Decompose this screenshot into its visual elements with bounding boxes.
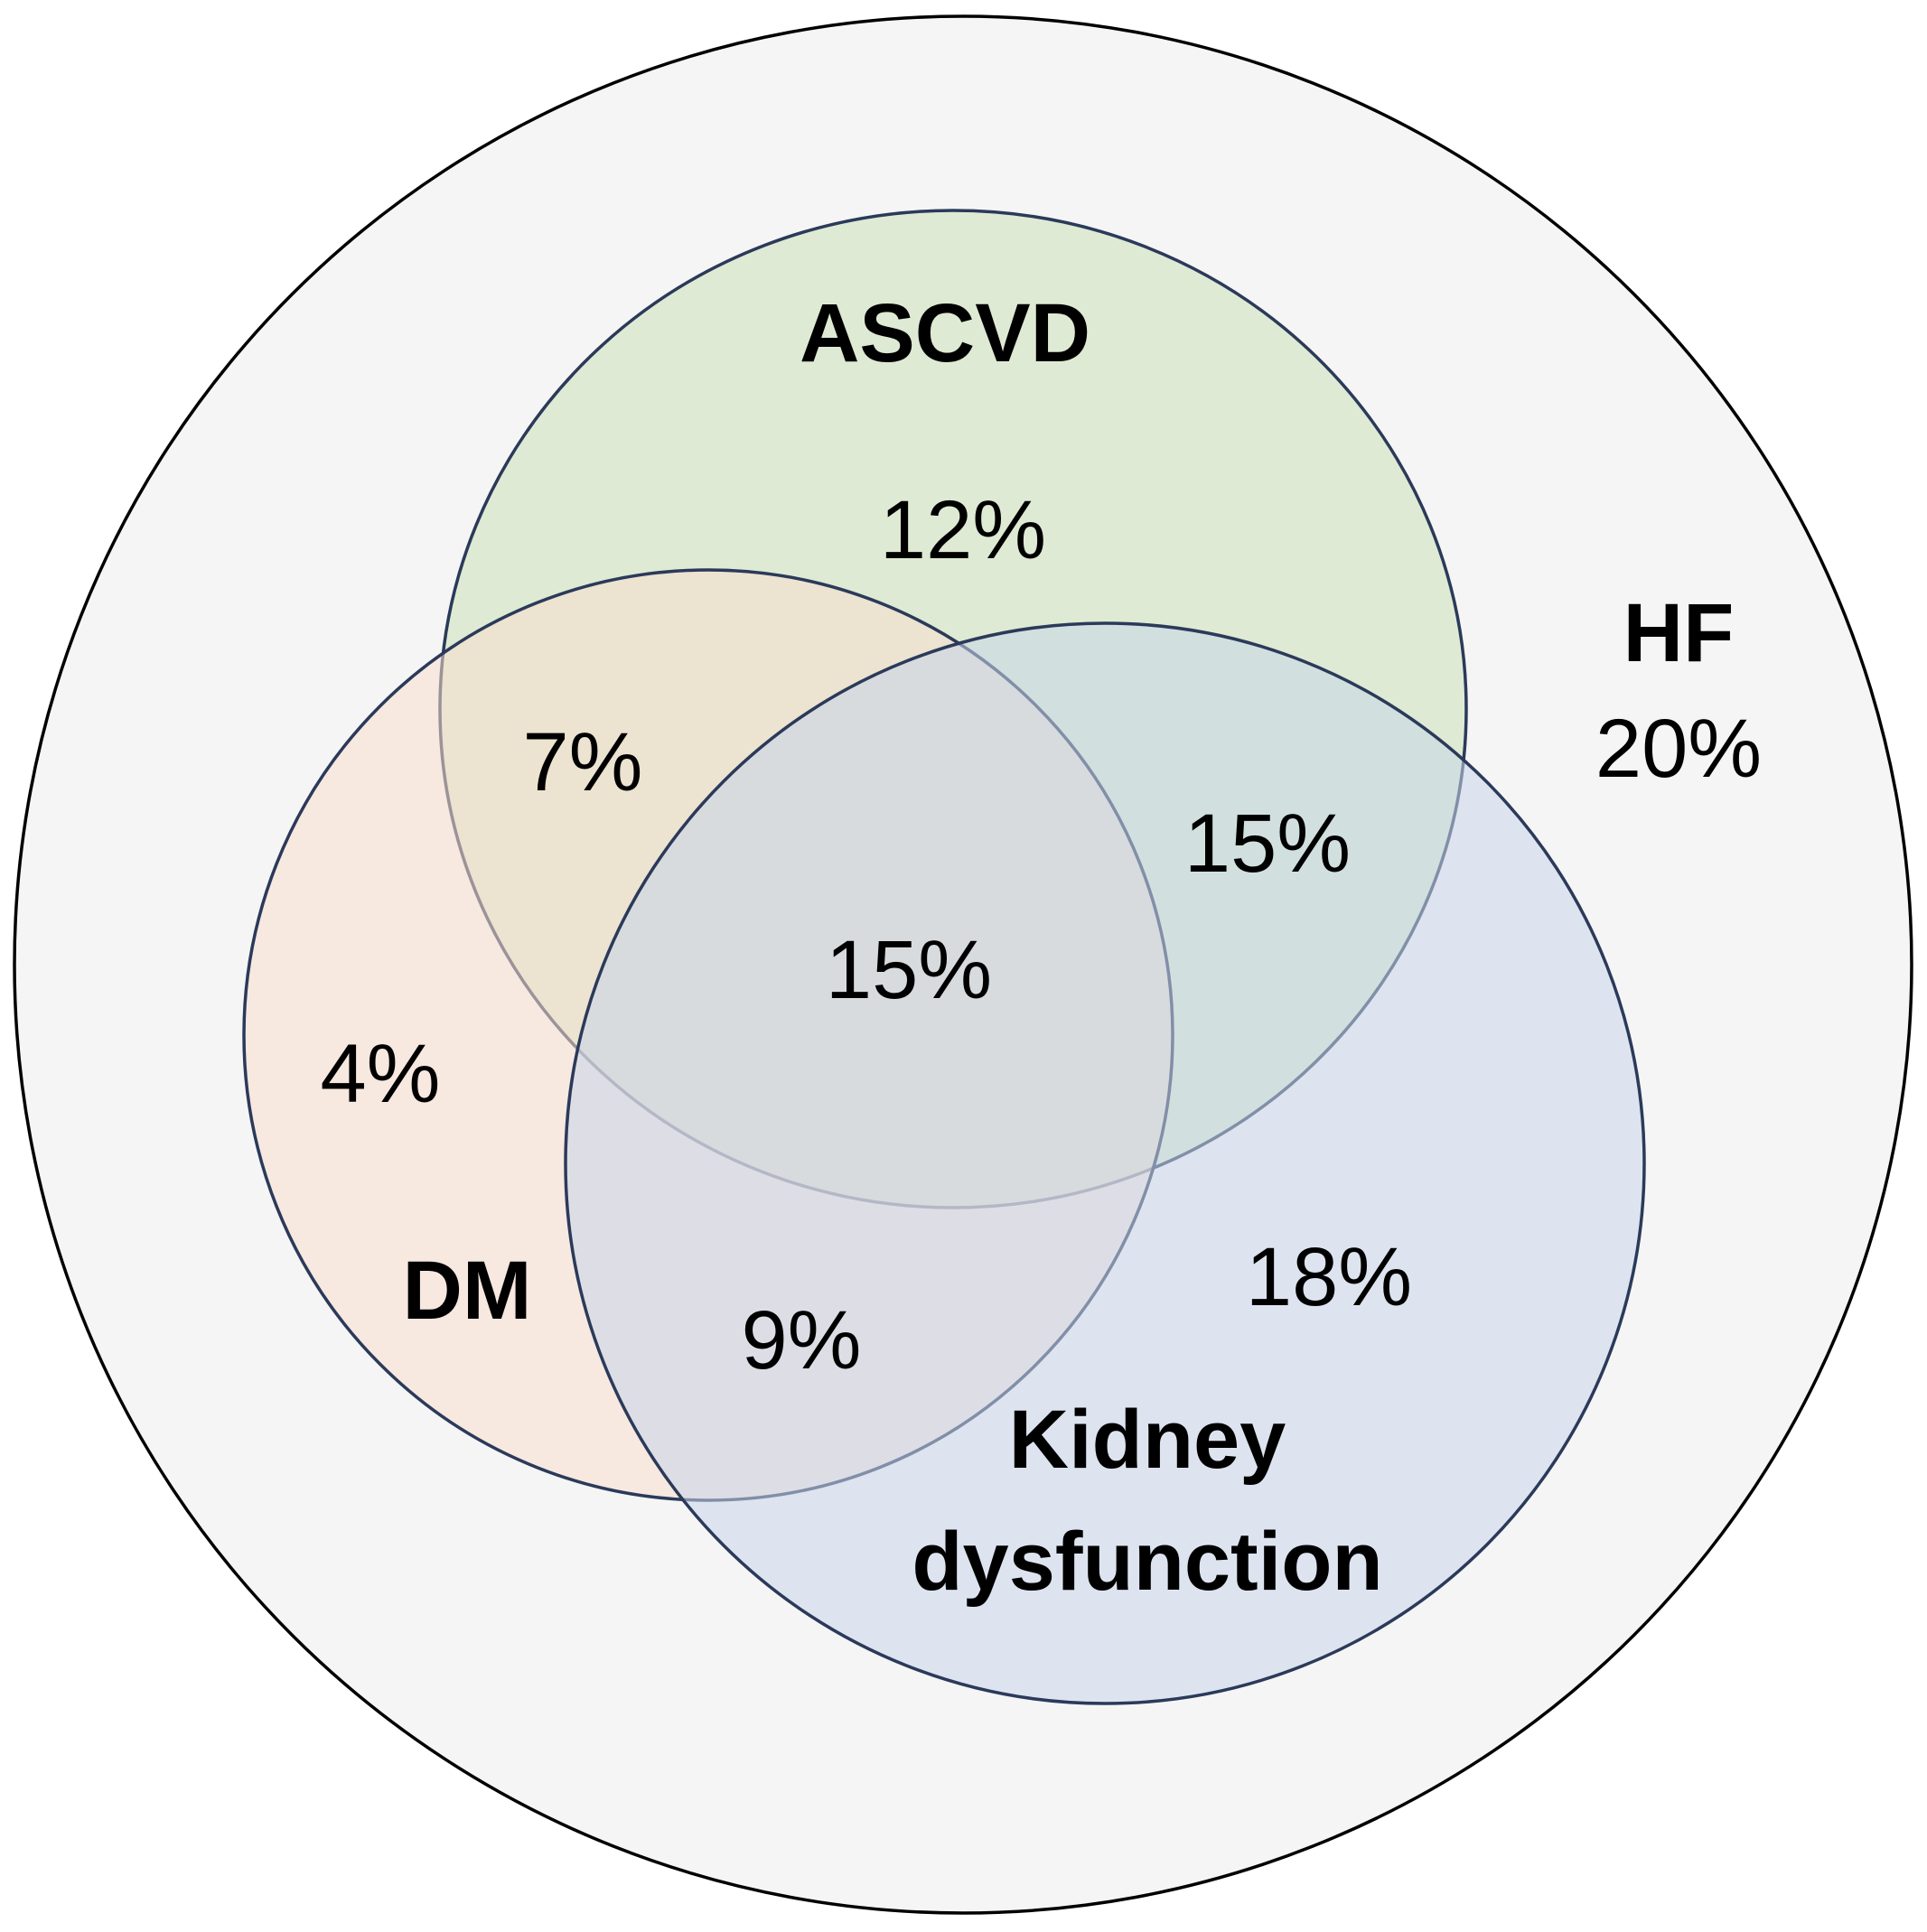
region-dm-kidney-value: 9% xyxy=(742,1294,862,1386)
region-ascvd-dm-value: 7% xyxy=(523,716,643,808)
kidney-circle xyxy=(564,621,1646,1705)
region-ascvd-only-value: 12% xyxy=(880,484,1046,576)
kidney-label-line1: Kidney xyxy=(1009,1394,1286,1486)
region-dm-only-value: 4% xyxy=(321,1028,441,1120)
region-ascvd-kidney-value: 15% xyxy=(1184,798,1351,890)
hf-label: HF xyxy=(1623,587,1735,679)
region-kidney-only-value: 18% xyxy=(1246,1231,1412,1323)
hf-value: 20% xyxy=(1595,703,1762,795)
venn-sets xyxy=(242,209,1646,1705)
region-all-three-value: 15% xyxy=(826,924,992,1016)
dm-label: DM xyxy=(402,1245,531,1337)
kidney-label-line2: dysfunction xyxy=(912,1516,1382,1608)
ascvd-label: ASCVD xyxy=(800,287,1090,379)
